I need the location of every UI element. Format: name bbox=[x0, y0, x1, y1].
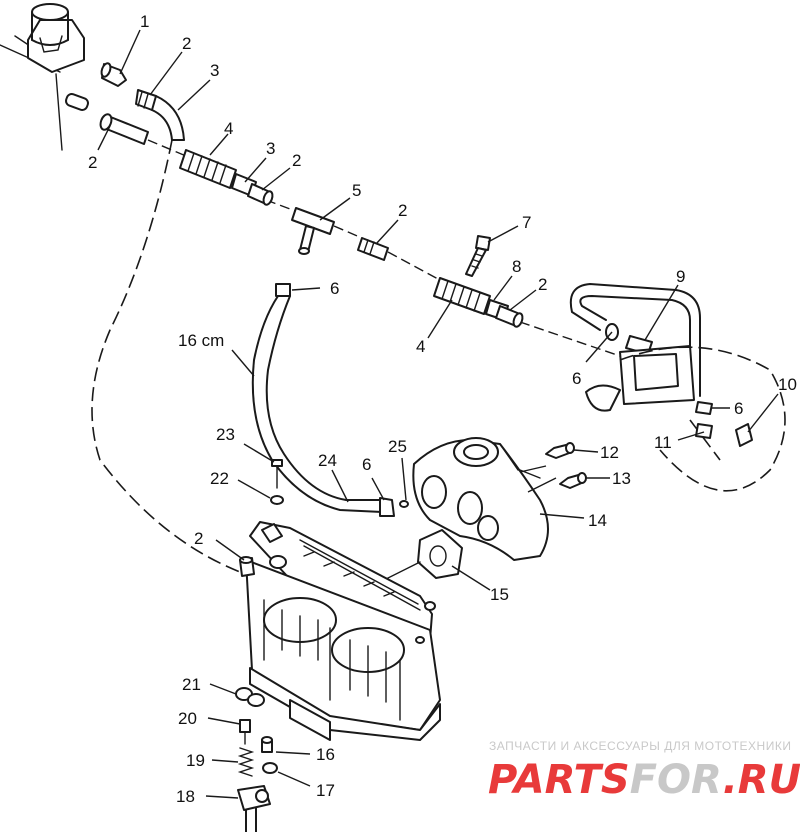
callout-14: 14 bbox=[588, 511, 607, 530]
watermark-logo-tld: .RU bbox=[723, 757, 800, 803]
callout-2d: 2 bbox=[398, 201, 407, 220]
callout-9: 9 bbox=[676, 267, 685, 286]
callout-19: 19 bbox=[186, 751, 205, 770]
bleed-screw-16 bbox=[261, 736, 311, 755]
valve-20 bbox=[207, 717, 251, 745]
callout-6c: 6 bbox=[734, 399, 743, 418]
bolt-13 bbox=[559, 472, 610, 489]
fitting-2-left bbox=[97, 113, 149, 151]
spring-19 bbox=[211, 747, 255, 777]
callout-11: 11 bbox=[654, 433, 672, 452]
screw-23 bbox=[237, 443, 284, 505]
callout-23: 23 bbox=[216, 425, 235, 444]
callout-4b: 4 bbox=[416, 337, 425, 356]
callout-3b: 3 bbox=[266, 139, 275, 158]
callout-21: 21 bbox=[182, 675, 201, 694]
callout-4a: 4 bbox=[224, 119, 233, 138]
callout-8: 8 bbox=[512, 257, 521, 276]
tee-fitting-5 bbox=[291, 197, 351, 255]
watermark-logo-red: PARTS bbox=[488, 757, 630, 803]
banjo-fitting-18 bbox=[205, 785, 271, 832]
hose-sleeve-upper bbox=[179, 133, 291, 206]
callout-25: 25 bbox=[388, 437, 407, 456]
hose-16cm bbox=[231, 283, 409, 517]
fitting-2-mid bbox=[357, 219, 399, 261]
oil-pump bbox=[569, 282, 786, 492]
callout-2f: 2 bbox=[194, 529, 203, 548]
callout-15: 15 bbox=[490, 585, 509, 604]
callout-3a: 3 bbox=[210, 61, 219, 80]
callout-6b: 6 bbox=[572, 369, 581, 388]
callout-5: 5 bbox=[352, 181, 361, 200]
watermark-logo: PARTSFOR.RU bbox=[488, 757, 800, 803]
callout-18: 18 bbox=[176, 787, 195, 806]
callout-1: 1 bbox=[140, 12, 149, 31]
callout-6d: 6 bbox=[362, 455, 371, 474]
callout-2a: 2 bbox=[182, 34, 191, 53]
callout-6a: 6 bbox=[330, 279, 339, 298]
fitting-1 bbox=[100, 29, 141, 87]
callout-13: 13 bbox=[612, 469, 631, 488]
callout-12: 12 bbox=[600, 443, 619, 462]
watermark: ЗАПЧАСТИ И АКСЕССУАРЫ ДЛЯ МОТОТЕХНИКИ PA… bbox=[488, 739, 800, 803]
callout-22: 22 bbox=[210, 469, 229, 488]
callout-16: 16 bbox=[316, 745, 335, 764]
callout-7: 7 bbox=[522, 213, 531, 232]
engine-block bbox=[245, 521, 441, 741]
washer-17 bbox=[262, 762, 311, 787]
callout-2c: 2 bbox=[292, 151, 301, 170]
callout-2b: 2 bbox=[88, 153, 97, 172]
fitting-2-block bbox=[215, 539, 255, 577]
bolt-7 bbox=[465, 225, 519, 277]
callout-20: 20 bbox=[178, 709, 197, 728]
callout-17: 17 bbox=[316, 781, 335, 800]
hose-sleeve-lower bbox=[427, 275, 537, 339]
watermark-logo-gray: FOR bbox=[630, 757, 723, 803]
seal-21 bbox=[209, 683, 265, 707]
callout-10: 10 bbox=[778, 375, 797, 394]
oil-tank bbox=[0, 3, 89, 151]
callout-24: 24 bbox=[318, 451, 337, 470]
callout-2e: 2 bbox=[538, 275, 547, 294]
bolt-12 bbox=[545, 442, 599, 459]
callout-16cm: 16 cm bbox=[178, 331, 224, 350]
watermark-tagline: ЗАПЧАСТИ И АКСЕССУАРЫ ДЛЯ МОТОТЕХНИКИ bbox=[489, 739, 791, 753]
exhaust-manifold bbox=[412, 437, 585, 561]
hose-upper bbox=[135, 51, 211, 141]
